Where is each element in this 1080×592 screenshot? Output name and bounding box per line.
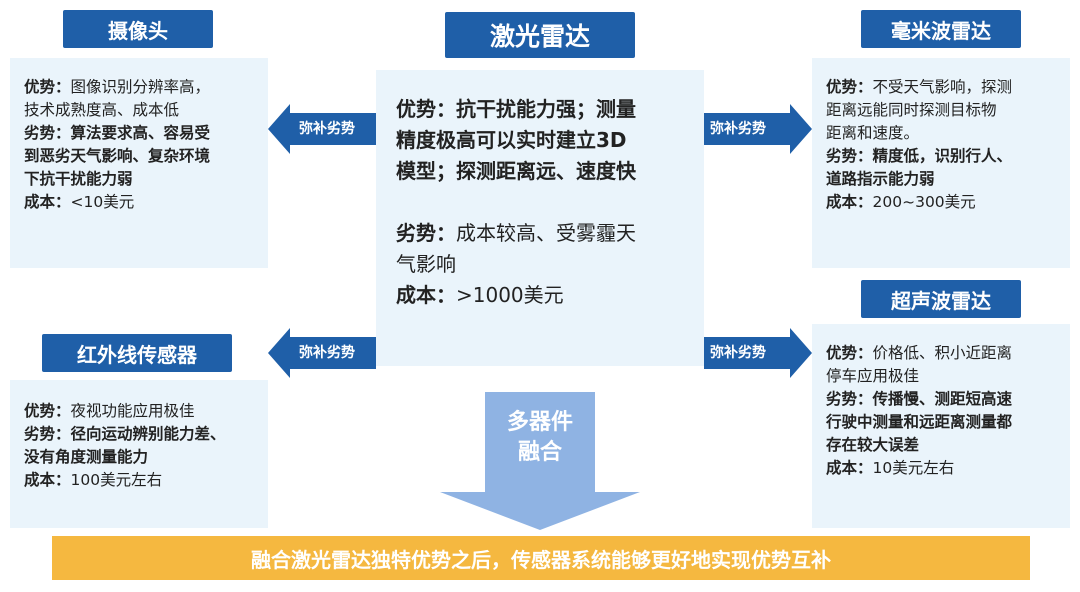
camera-line-text: 算法要求高、容易受 (70, 124, 211, 142)
camera-line-label: 成本： (24, 193, 71, 211)
ultrasonic-line-text: 价格低、积小近距离 (872, 344, 1013, 362)
center-line-label: 劣势： (396, 221, 456, 245)
center-line (396, 187, 704, 218)
camera-line-text: <10美元 (70, 193, 135, 211)
infrared-line-text: 径向运动辨别能力差、 (70, 425, 226, 443)
mmwave-title: 毫米波雷达 (861, 10, 1021, 48)
mmwave-line-text: 200~300美元 (872, 193, 976, 211)
mmwave-line-text: 距离远能同时探测目标物 (826, 101, 997, 119)
infrared-line-label: 劣势： (24, 425, 71, 443)
ultrasonic-panel: 优势：价格低、积小近距离停车应用极佳劣势：传播慢、测距短高速行驶中测量和远距离测… (812, 324, 1070, 528)
mmwave-line: 距离远能同时探测目标物 (826, 99, 1070, 122)
arrow-right-lower-label: 弥补劣势 (710, 345, 766, 361)
camera-line-label: 劣势： (24, 124, 71, 142)
ultrasonic-line: 存在较大误差 (826, 434, 1070, 457)
mmwave-line: 劣势：精度低，识别行人、 (826, 145, 1070, 168)
camera-line: 到恶劣天气影响、复杂环境 (24, 145, 268, 168)
ultrasonic-title: 超声波雷达 (861, 280, 1021, 318)
mmwave-line: 距离和速度。 (826, 122, 1070, 145)
arrow-left-lower-label: 弥补劣势 (299, 345, 355, 361)
infrared-line-text: 没有角度测量能力 (24, 448, 149, 466)
conclusion-bar: 融合激光雷达独特优势之后，传感器系统能够更好地实现优势互补 (52, 536, 1030, 580)
camera-line-text: 图像识别分辨率高， (70, 78, 211, 96)
center-line-text: 成本较高、受雾霾天 (456, 221, 636, 245)
infrared-line: 优势：夜视功能应用极佳 (24, 400, 268, 423)
mmwave-line-label: 劣势： (826, 147, 873, 165)
mmwave-line-text: 距离和速度。 (826, 124, 920, 142)
ultrasonic-line-text: 传播慢、测距短高速 (872, 390, 1013, 408)
arrow-right-upper (704, 104, 812, 154)
arrow-right-lower (704, 328, 812, 378)
mmwave-line-label: 优势： (826, 78, 873, 96)
camera-panel: 优势：图像识别分辨率高，技术成熟度高、成本低劣势：算法要求高、容易受到恶劣天气影… (10, 58, 268, 268)
center-line-label: 优势： (396, 97, 456, 121)
center-line-text: 气影响 (396, 252, 456, 276)
infrared-line-label: 成本： (24, 471, 71, 489)
ultrasonic-line-text: 10美元左右 (872, 459, 955, 477)
ultrasonic-line-text: 存在较大误差 (826, 436, 920, 454)
ultrasonic-line-label: 成本： (826, 459, 873, 477)
arrow-left-upper (268, 104, 376, 154)
arrow-right-upper-label: 弥补劣势 (710, 121, 766, 137)
ultrasonic-line-text: 停车应用极佳 (826, 367, 920, 385)
ultrasonic-line: 优势：价格低、积小近距离 (826, 342, 1070, 365)
center-line: 劣势：成本较高、受雾霾天 (396, 218, 704, 249)
lidar-panel: 优势：抗干扰能力强；测量精度极高可以实时建立3D 模型；探测距离远、速度快 劣势：… (376, 70, 704, 366)
arrow-left-upper-label: 弥补劣势 (299, 121, 355, 137)
infrared-title: 红外线传感器 (42, 334, 232, 372)
camera-line: 技术成熟度高、成本低 (24, 99, 268, 122)
infrared-line: 没有角度测量能力 (24, 446, 268, 469)
camera-line-text: 下抗干扰能力弱 (24, 170, 133, 188)
arrow-left-lower (268, 328, 376, 378)
ultrasonic-line: 劣势：传播慢、测距短高速 (826, 388, 1070, 411)
center-line: 气影响 (396, 249, 704, 280)
camera-line-text: 到恶劣天气影响、复杂环境 (24, 147, 211, 165)
mmwave-line: 成本：200~300美元 (826, 191, 1070, 214)
ultrasonic-line: 停车应用极佳 (826, 365, 1070, 388)
camera-line-label: 优势： (24, 78, 71, 96)
camera-line: 劣势：算法要求高、容易受 (24, 122, 268, 145)
ultrasonic-line: 行驶中测量和远距离测量都 (826, 411, 1070, 434)
center-line-text: >1000美元 (456, 283, 564, 307)
center-line: 成本：>1000美元 (396, 280, 704, 311)
center-line-text: 精度极高可以实时建立3D (396, 128, 627, 152)
infrared-line-text: 100美元左右 (70, 471, 163, 489)
camera-line-text: 技术成熟度高、成本低 (24, 101, 180, 119)
camera-line: 成本：<10美元 (24, 191, 268, 214)
center-line-text: 抗干扰能力强；测量 (456, 97, 636, 121)
mmwave-line-text: 不受天气影响，探测 (872, 78, 1013, 96)
fusion-label-line2: 融合 (517, 440, 562, 465)
mmwave-panel: 优势：不受天气影响，探测距离远能同时探测目标物距离和速度。劣势：精度低，识别行人… (812, 58, 1070, 268)
mmwave-line-text: 精度低，识别行人、 (872, 147, 1013, 165)
infrared-line-text: 夜视功能应用极佳 (70, 402, 195, 420)
ultrasonic-line: 成本：10美元左右 (826, 457, 1070, 480)
ultrasonic-line-label: 劣势： (826, 390, 873, 408)
lidar-title: 激光雷达 (445, 12, 635, 58)
infrared-panel: 优势：夜视功能应用极佳劣势：径向运动辨别能力差、没有角度测量能力成本：100美元… (10, 380, 268, 528)
mmwave-line: 道路指示能力弱 (826, 168, 1070, 191)
mmwave-line-label: 成本： (826, 193, 873, 211)
center-line-label: 成本： (396, 283, 456, 307)
camera-line: 下抗干扰能力弱 (24, 168, 268, 191)
center-line: 优势：抗干扰能力强；测量 (396, 94, 704, 125)
center-line: 模型；探测距离远、速度快 (396, 156, 704, 187)
mmwave-line-text: 道路指示能力弱 (826, 170, 935, 188)
fusion-arrow (440, 392, 640, 530)
ultrasonic-line-text: 行驶中测量和远距离测量都 (826, 413, 1013, 431)
mmwave-line: 优势：不受天气影响，探测 (826, 76, 1070, 99)
infrared-line-label: 优势： (24, 402, 71, 420)
camera-line: 优势：图像识别分辨率高， (24, 76, 268, 99)
fusion-label: 多器件 融合 (485, 408, 595, 468)
infrared-line: 成本：100美元左右 (24, 469, 268, 492)
ultrasonic-line-label: 优势： (826, 344, 873, 362)
infrared-line: 劣势：径向运动辨别能力差、 (24, 423, 268, 446)
fusion-label-line1: 多器件 (506, 410, 573, 435)
center-line: 精度极高可以实时建立3D (396, 125, 704, 156)
camera-title: 摄像头 (63, 10, 213, 48)
center-line-text: 模型；探测距离远、速度快 (396, 159, 636, 183)
